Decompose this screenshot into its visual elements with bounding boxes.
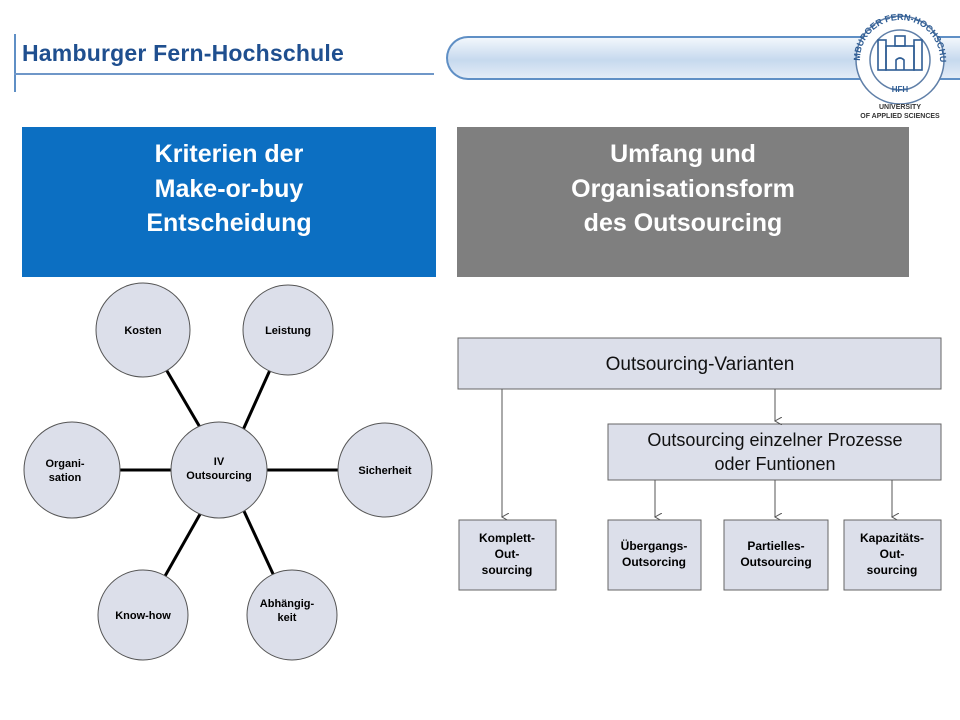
header-divider-vertical xyxy=(14,34,16,92)
leaf-kapazitaet-label-3: sourcing xyxy=(867,563,918,577)
variants-root-label: Outsourcing-Varianten xyxy=(606,354,795,375)
label-sicherheit: Sicherheit xyxy=(358,465,412,477)
criteria-header-panel: Kriterien der Make-or-buy Entscheidung xyxy=(22,127,436,277)
seal-icon: HAMBURGER FERN-HOCHSCHULE HFH xyxy=(837,4,948,105)
leaf-kapazitaet-label-2: Out- xyxy=(880,547,905,561)
logo-line-university: UNIVERSITY xyxy=(878,104,921,111)
header-rule xyxy=(14,73,434,75)
label-center-2: Outsourcing xyxy=(186,470,251,482)
node-knowhow xyxy=(97,569,189,661)
leaf-komplett-label-3: sourcing xyxy=(482,563,533,577)
label-abhaengigkeit-2: keit xyxy=(278,612,297,624)
logo-abbrev: HFH xyxy=(892,85,909,94)
leaf-partiell-box xyxy=(723,519,829,591)
node-leistung xyxy=(242,284,334,376)
node-kosten xyxy=(95,282,191,378)
scope-header-line-2: Organisationsform xyxy=(571,174,795,203)
leaf-uebergang-box xyxy=(607,519,702,591)
label-organisation-1: Organi- xyxy=(45,458,84,470)
variants-middle-box xyxy=(607,423,942,481)
logo-line-applied-sciences: OF APPLIED SCIENCES xyxy=(860,113,940,120)
label-kosten: Kosten xyxy=(124,325,162,337)
leaf-komplett-label-2: Out- xyxy=(495,547,520,561)
variants-diagram: Outsourcing-Varianten Outsourcing einzel… xyxy=(457,337,942,591)
leaf-kapazitaet-box xyxy=(843,519,942,591)
label-leistung: Leistung xyxy=(265,325,311,337)
scope-header-line-1: Umfang und xyxy=(610,140,756,168)
label-abhaengigkeit-1: Abhängig- xyxy=(260,598,315,610)
node-organisation xyxy=(23,421,121,519)
node-sicherheit xyxy=(337,422,433,518)
node-abhaengigkeit xyxy=(246,569,338,661)
brand-title: Hamburger Fern-Hochschule xyxy=(22,40,344,66)
scope-header-line-3: des Outsourcing xyxy=(583,209,783,237)
label-knowhow: Know-how xyxy=(115,610,171,622)
label-organisation-2: sation xyxy=(49,472,82,484)
criteria-header-line-3: Entscheidung xyxy=(146,209,312,237)
leaf-komplett-box xyxy=(458,519,557,591)
leaf-komplett-label-1: Komplett- xyxy=(479,531,535,545)
leaf-kapazitaet-label-1: Kapazitäts- xyxy=(860,531,924,545)
variants-connectors xyxy=(502,389,892,517)
node-center-iv-outsourcing xyxy=(170,421,268,519)
university-logo: HAMBURGER FERN-HOCHSCHULE HFH UNIVERSITY… xyxy=(837,4,960,124)
label-center-1: IV xyxy=(214,456,225,468)
leaf-uebergang-label-2: Outsorcing xyxy=(622,555,686,569)
criteria-header-line-1: Kriterien der xyxy=(154,140,304,168)
variants-root-box xyxy=(457,337,942,390)
variants-middle-label-2: oder Funtionen xyxy=(714,454,835,474)
leaf-partiell-label-2: Outsourcing xyxy=(740,555,811,569)
leaf-uebergang-label-1: Übergangs- xyxy=(621,538,688,553)
leaf-partiell-label-1: Partielles- xyxy=(747,539,804,553)
castle-icon xyxy=(877,35,923,71)
scope-header-panel: Umfang und Organisationsform des Outsour… xyxy=(457,127,909,277)
criteria-header-line-2: Make-or-buy xyxy=(154,174,304,203)
variants-middle-label-1: Outsourcing einzelner Prozesse xyxy=(647,430,902,450)
criteria-diagram: Kosten Leistung Organi- sation Sicherhei… xyxy=(23,282,433,661)
